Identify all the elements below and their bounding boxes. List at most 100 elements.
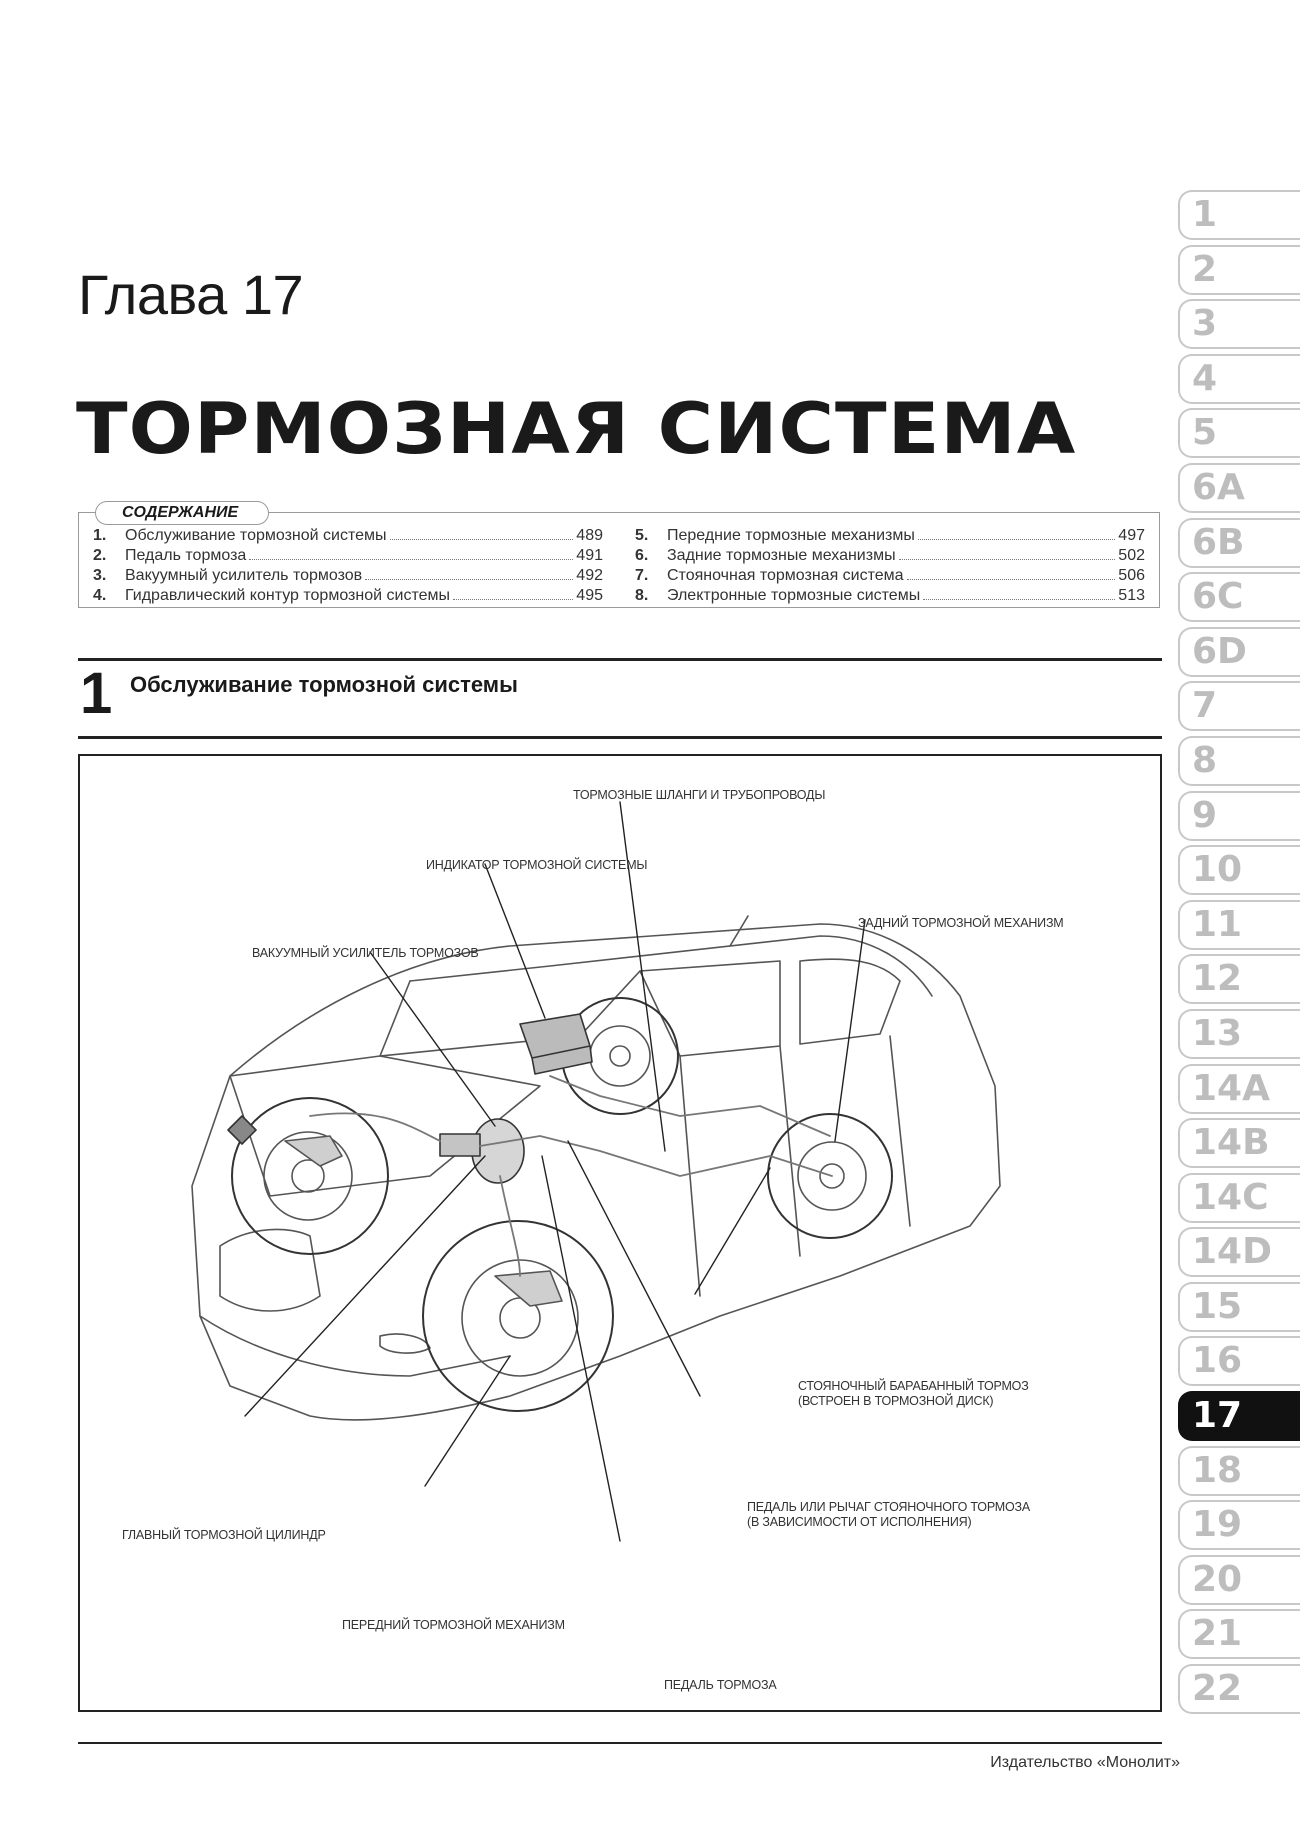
- toc-leader: [365, 579, 574, 580]
- chapter-tab[interactable]: 21: [1178, 1609, 1300, 1660]
- chapter-tab[interactable]: 6A: [1178, 462, 1300, 513]
- toc-item-number: 3.: [93, 567, 107, 584]
- toc-item-text: Стояночная тормозная система: [667, 567, 904, 584]
- callout-lever-line2: (В ЗАВИСИМОСТИ ОТ ИСПОЛНЕНИЯ): [747, 1515, 972, 1529]
- chapter-tab[interactable]: 5: [1178, 408, 1300, 459]
- toc-item[interactable]: 5. Передние тормозные механизмы 497: [635, 527, 1145, 547]
- toc-item-text: Педаль тормоза: [125, 547, 247, 564]
- leader-lines: [244, 801, 866, 1542]
- toc-item[interactable]: 2. Педаль тормоза 491: [93, 547, 603, 567]
- page-title: ТОРМОЗНАЯ СИСТЕМА: [76, 388, 1077, 470]
- toc-leader: [389, 539, 574, 540]
- toc-item[interactable]: 8. Электронные тормозные системы 513: [635, 587, 1145, 607]
- toc-item-text: Гидравлический контур тормозной системы: [125, 587, 450, 604]
- chapter-tab[interactable]: 13: [1178, 1008, 1300, 1059]
- chapter-tab[interactable]: 9: [1178, 790, 1300, 841]
- toc-item-page: 492: [576, 567, 603, 584]
- toc-item-page: 495: [576, 587, 603, 604]
- chapter-tab[interactable]: 6D: [1178, 626, 1300, 677]
- toc-item-text: Обслуживание тормозной системы: [125, 527, 387, 544]
- toc-item-page: 506: [1118, 567, 1145, 584]
- chapter-tabs: 1 2 3 4 5 6A 6B 6C 6D 7 8 9 10 11 12 13 …: [1178, 190, 1300, 1719]
- front-left-wheel-zoom: [231, 1097, 389, 1255]
- toc-leader: [898, 559, 1116, 560]
- brake-system-figure: ТОРМОЗНЫЕ ШЛАНГИ И ТРУБОПРОВОДЫ ИНДИКАТО…: [78, 754, 1162, 1712]
- chapter-tab[interactable]: 16: [1178, 1336, 1300, 1387]
- front-left-disc: [263, 1131, 353, 1221]
- section-top-rule: [78, 658, 1162, 661]
- toc-item-number: 2.: [93, 547, 107, 564]
- callout-hoses: ТОРМОЗНЫЕ ШЛАНГИ И ТРУБОПРОВОДЫ: [573, 788, 826, 802]
- car-side-windows: [639, 958, 901, 1057]
- publisher-footer: Издательство «Монолит»: [990, 1754, 1180, 1771]
- callout-rear-brake: ЗАДНИЙ ТОРМОЗНОЙ МЕХАНИЗМ: [858, 916, 1064, 930]
- callout-pedal: ПЕДАЛЬ ТОРМОЗА: [664, 1678, 777, 1692]
- car-windshield: [379, 970, 641, 1057]
- toc-leader: [923, 599, 1116, 600]
- toc-item[interactable]: 3. Вакуумный усилитель тормозов 492: [93, 567, 603, 587]
- chapter-tab[interactable]: 3: [1178, 299, 1300, 350]
- chapter-tab[interactable]: 14B: [1178, 1118, 1300, 1169]
- section-title: Обслуживание тормозной системы: [130, 672, 518, 697]
- toc-leader: [249, 559, 574, 560]
- chapter-tab[interactable]: 20: [1178, 1554, 1300, 1605]
- toc-item-page: 489: [576, 527, 603, 544]
- brand-badge: [227, 1115, 257, 1145]
- master-cylinder: [439, 1133, 481, 1157]
- chapter-tab[interactable]: 14A: [1178, 1063, 1300, 1114]
- toc-item-page: 513: [1118, 587, 1145, 604]
- car-grille: [219, 1228, 321, 1312]
- section-bottom-rule: [78, 736, 1162, 739]
- abs-unit: [519, 1013, 593, 1075]
- car-illustration: [191, 801, 1001, 1542]
- toc-item-number: 8.: [635, 587, 649, 604]
- chapter-tab[interactable]: 10: [1178, 845, 1300, 896]
- chapter-tab[interactable]: 17: [1178, 1391, 1300, 1442]
- toc-item-number: 1.: [93, 527, 107, 544]
- brake-lines: [309, 1075, 833, 1277]
- toc-leader: [906, 579, 1116, 580]
- footer-rule: [78, 1742, 1162, 1744]
- chapter-heading: Глава 17: [78, 263, 304, 326]
- car-front-bumper: [199, 1315, 511, 1377]
- toc-item-text: Электронные тормозные системы: [667, 587, 921, 604]
- toc-item[interactable]: 6. Задние тормозные механизмы 502: [635, 547, 1145, 567]
- callout-master-cylinder: ГЛАВНЫЙ ТОРМОЗНОЙ ЦИЛИНДР: [122, 1528, 326, 1542]
- callout-lever-line1: ПЕДАЛЬ ИЛИ РЫЧАГ СТОЯНОЧНОГО ТОРМОЗА: [747, 1500, 1031, 1514]
- chapter-tab[interactable]: 2: [1178, 244, 1300, 295]
- chapter-tab[interactable]: 1: [1178, 190, 1300, 240]
- car-body-outline: [191, 923, 1001, 1421]
- toc-item-text: Задние тормозные механизмы: [667, 547, 896, 564]
- toc-leader: [452, 599, 574, 600]
- chapter-tab[interactable]: 19: [1178, 1500, 1300, 1551]
- toc-item-number: 5.: [635, 527, 649, 544]
- toc-item[interactable]: 1. Обслуживание тормозной системы 489: [93, 527, 603, 547]
- chapter-tab[interactable]: 6C: [1178, 572, 1300, 623]
- car-antenna: [729, 915, 749, 947]
- front-right-disc: [461, 1259, 579, 1377]
- chapter-tab[interactable]: 12: [1178, 954, 1300, 1005]
- chapter-tab[interactable]: 4: [1178, 353, 1300, 404]
- chapter-tab[interactable]: 14D: [1178, 1227, 1300, 1278]
- toc-item-page: 502: [1118, 547, 1145, 564]
- callout-drum-line1: СТОЯНОЧНЫЙ БАРАБАННЫЙ ТОРМОЗ: [798, 1379, 1029, 1393]
- chapter-tab[interactable]: 11: [1178, 899, 1300, 950]
- chapter-tab[interactable]: 14C: [1178, 1172, 1300, 1223]
- chapter-tab[interactable]: 18: [1178, 1445, 1300, 1496]
- car-fog-lamp: [379, 1333, 431, 1354]
- toc-item[interactable]: 4. Гидравлический контур тормозной систе…: [93, 587, 603, 607]
- callout-front-brake: ПЕРЕДНИЙ ТОРМОЗНОЙ МЕХАНИЗМ: [342, 1618, 565, 1632]
- contents-box: СОДЕРЖАНИЕ 1. Обслуживание тормозной сис…: [78, 501, 1160, 608]
- chapter-tab[interactable]: 8: [1178, 735, 1300, 786]
- contents-column-left: 1. Обслуживание тормозной системы 489 2.…: [93, 527, 603, 607]
- toc-item[interactable]: 7. Стояночная тормозная система 506: [635, 567, 1145, 587]
- chapter-tab[interactable]: 7: [1178, 681, 1300, 732]
- toc-item-text: Передние тормозные механизмы: [667, 527, 915, 544]
- toc-item-page: 491: [576, 547, 603, 564]
- toc-item-page: 497: [1118, 527, 1145, 544]
- chapter-tab[interactable]: 22: [1178, 1664, 1300, 1715]
- chapter-tab[interactable]: 6B: [1178, 517, 1300, 568]
- chapter-tab[interactable]: 15: [1178, 1281, 1300, 1332]
- callout-drum-line2: (ВСТРОЕН В ТОРМОЗНОЙ ДИСК): [798, 1394, 994, 1408]
- toc-item-text: Вакуумный усилитель тормозов: [125, 567, 363, 584]
